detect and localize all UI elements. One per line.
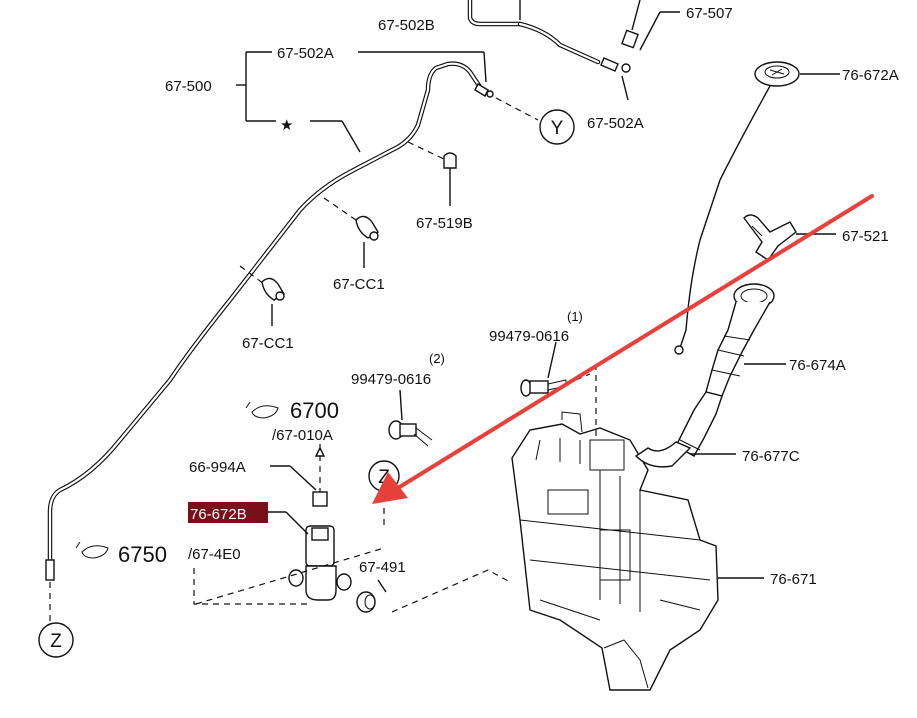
washer-pump [268,511,352,601]
label-99479-0616-2-note: (2) [429,351,445,366]
clip-67-cc1-b [239,265,285,326]
connector-66-994a [270,465,328,507]
label-76-672b: 76-672B [190,506,247,523]
connector-67-507 [621,0,680,51]
svg-text:Z: Z [50,631,62,652]
label-76-674a: 76-674A [789,357,846,374]
label-99479-0616-1-note: (1) [567,309,583,324]
grommet-67-491 [356,569,511,613]
label-6750: 6750 [118,542,167,567]
label-76-672a: 76-672A [842,67,899,84]
upper-hose-segment [467,0,601,65]
washer-hose-67-500 [45,61,539,622]
star-marker: ★ [280,117,293,134]
label-67-cc1-a: 67-CC1 [333,276,385,293]
label-67-519b: 67-519B [416,215,473,232]
clamp-67-521 [743,214,836,261]
label-67-4e0: /67-4E0 [188,546,241,563]
label-76-671: 76-671 [770,571,817,588]
label-67-502a-right: 67-502A [587,115,644,132]
bolt-99479-0616-1 [520,341,591,397]
label-67-502a-left: 67-502A [277,45,334,62]
highlight-box [188,502,268,523]
label-99479-0616-1: 99479-0616 [489,328,569,345]
label-67-507: 67-507 [686,5,733,22]
bolt-99479-0616-2 [388,389,433,447]
ref-6700 [245,401,326,492]
clip-67-519b [407,141,457,206]
svg-text:Y: Y [551,118,564,139]
label-67-491: 67-491 [359,559,406,576]
filler-neck-76-674a [705,283,786,397]
ref-6750 [75,541,385,605]
label-76-677c: 76-677C [742,448,800,465]
red-annotation-arrow [372,194,874,504]
label-67-010a: /67-010A [272,427,333,444]
highlighted-label-76-672b: 76-672B [188,502,268,523]
label-67-500: 67-500 [165,78,212,95]
label-6700: 6700 [290,398,339,423]
hose-76-677c [675,391,736,457]
joint-67-502a-right [600,57,631,101]
label-99479-0616-2: 99479-0616 [351,371,431,388]
bracket-67-500 [236,51,487,153]
label-67-521: 67-521 [842,228,889,245]
filler-cap-76-672a [674,61,840,355]
ref-circle-y: Y [539,109,575,145]
label-67-cc1-b: 67-CC1 [242,335,294,352]
ref-circle-z-bottom: Z [38,622,74,658]
label-67-502b-top: 67-502B [378,17,435,34]
reservoir-tank-76-671 [511,364,764,691]
clip-67-cc1-a [323,197,379,268]
label-66-994a: 66-994A [189,459,246,476]
